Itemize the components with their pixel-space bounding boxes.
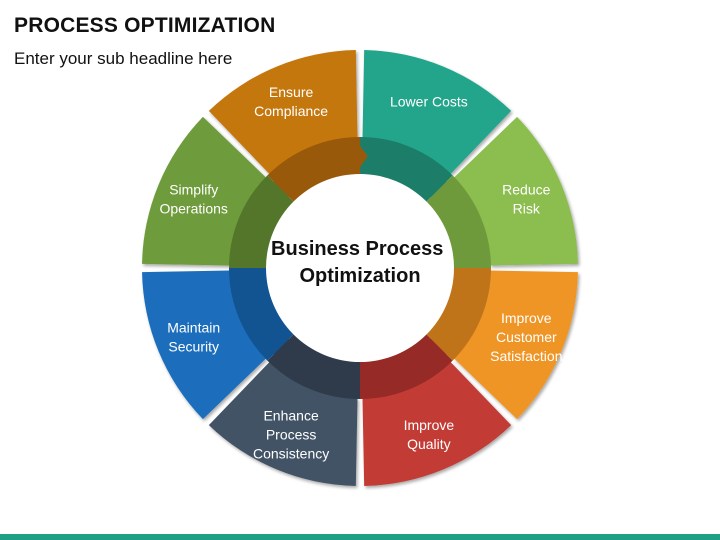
center-title: Business Process Optimization bbox=[271, 238, 449, 287]
segment-inner-ring-6 bbox=[229, 175, 295, 268]
segment-label-line: Enhance bbox=[263, 407, 318, 423]
center-title-line-1: Business Process bbox=[271, 238, 443, 260]
segment-label-line: Process bbox=[266, 426, 317, 442]
segment-inner-ring-2 bbox=[425, 268, 491, 361]
segment-label-line: Simplify bbox=[169, 182, 218, 198]
arrow-notch-icon bbox=[355, 140, 368, 173]
segment-label-line: Maintain bbox=[167, 319, 220, 335]
segment-label-line: Improve bbox=[404, 417, 455, 433]
segment-inner-ring-3 bbox=[360, 333, 453, 399]
segment-label-line: Consistency bbox=[253, 445, 329, 461]
segment-label-0: Lower Costs bbox=[390, 94, 468, 110]
segment-label-line: Improve bbox=[501, 310, 552, 326]
segment-label-line: Satisfaction bbox=[490, 348, 562, 364]
center-title-line-2: Optimization bbox=[299, 265, 420, 287]
segment-label-line: Risk bbox=[513, 201, 541, 217]
segment-label-line: Quality bbox=[407, 436, 451, 452]
page-title: PROCESS OPTIMIZATION bbox=[14, 14, 276, 37]
segment-label-line: Security bbox=[168, 338, 219, 354]
segment-inner-ring-0 bbox=[360, 137, 453, 203]
segment-inner-ring-4 bbox=[267, 333, 360, 399]
segment-label-line: Ensure bbox=[269, 84, 314, 100]
segment-label-line: Customer bbox=[496, 329, 557, 345]
segment-inner-ring-5 bbox=[229, 268, 295, 361]
bottom-accent-bar bbox=[0, 534, 720, 540]
segment-label-line: Reduce bbox=[502, 182, 550, 198]
segment-label-line: Lower Costs bbox=[390, 94, 468, 110]
segment-label-line: Operations bbox=[159, 201, 227, 217]
segment-label-line: Compliance bbox=[254, 103, 328, 119]
center-circle bbox=[266, 174, 454, 362]
segment-inner-ring-7 bbox=[267, 137, 360, 203]
page-subtitle: Enter your sub headline here bbox=[14, 49, 233, 68]
segment-inner-ring-1 bbox=[425, 175, 491, 268]
